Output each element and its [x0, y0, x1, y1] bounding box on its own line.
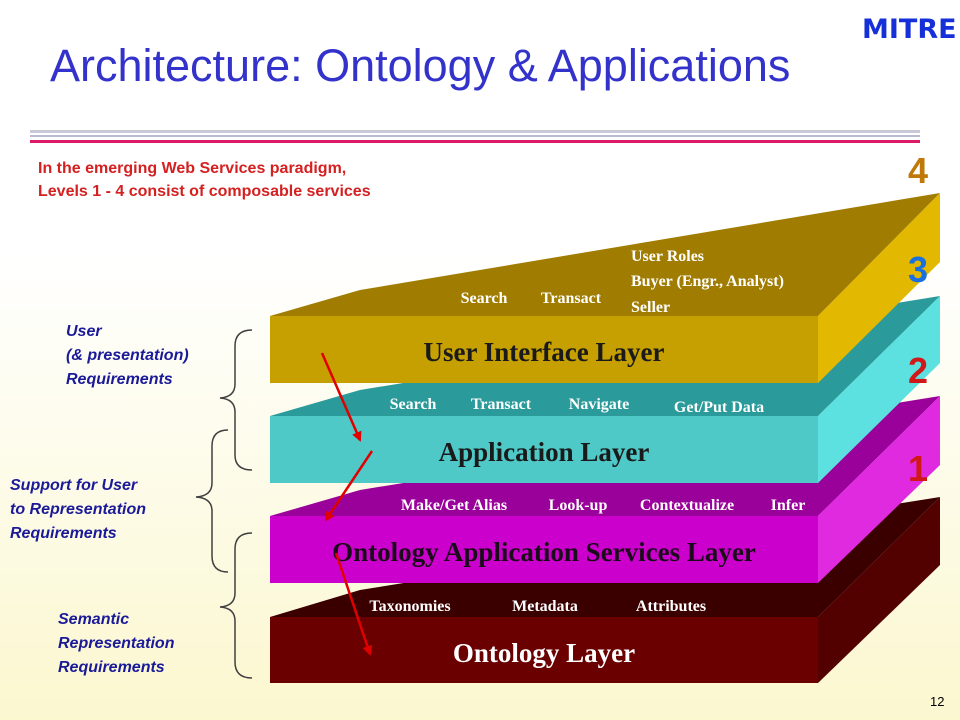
level-4-number: 4 — [908, 150, 929, 191]
user-req-line-3: Requirements — [66, 371, 173, 388]
oas-service-look-up: Look-up — [549, 497, 608, 514]
title-rule-2 — [30, 135, 920, 137]
level-1-number: 1 — [908, 448, 929, 489]
intro-line-2: Levels 1 - 4 consist of composable servi… — [38, 183, 371, 200]
ui-layer-side — [818, 193, 940, 383]
brace-support — [195, 429, 229, 573]
ui-role-buyer: Buyer (Engr., Analyst) — [631, 273, 784, 290]
intro-note: In the emerging Web Services paradigm, L… — [38, 157, 371, 203]
app-service-search: Search — [390, 396, 437, 413]
brace-user — [219, 329, 253, 471]
ontology-services-layer-front — [270, 516, 818, 583]
semantic-req-line-2: Representation — [58, 635, 175, 652]
level-2-number: 2 — [908, 350, 929, 391]
semantic-req-line-1: Semantic — [58, 611, 130, 628]
intro-line-1: In the emerging Web Services paradigm, — [38, 160, 347, 177]
ontology-services-layer-side — [818, 396, 940, 583]
ui-role-seller: Seller — [631, 299, 670, 316]
semantic-requirements-label: Semantic Representation Requirements — [58, 608, 174, 680]
requirement-braces — [195, 329, 253, 679]
ui-service-search: Search — [461, 290, 508, 307]
support-requirements-label: Support for User to Representation Requi… — [10, 474, 146, 546]
flow-arrows — [320, 352, 374, 656]
oas-service-infer: Infer — [771, 497, 806, 514]
title-rule-3 — [30, 140, 920, 143]
support-req-line-1: Support for User — [10, 477, 138, 494]
mitre-logo: MITRE — [862, 14, 957, 45]
app-service-transact: Transact — [471, 396, 532, 413]
support-req-line-3: Requirements — [10, 525, 117, 542]
ontology-layer-label: Ontology Layer — [453, 638, 635, 668]
ui-layer-front — [270, 316, 818, 383]
ontology-layer-side — [818, 497, 940, 683]
ui-layer-label: User Interface Layer — [424, 337, 665, 367]
user-req-line-1: User — [66, 323, 102, 340]
title-rule-1 — [30, 130, 920, 133]
brace-semantic — [219, 532, 253, 679]
semantic-req-line-3: Requirements — [58, 659, 165, 676]
ui-layer-top — [270, 193, 940, 316]
user-req-line-2: (& presentation) — [66, 347, 189, 364]
arrow-app-to-oas — [324, 450, 374, 522]
ui-service-transact: Transact — [541, 290, 602, 307]
ontology-service-taxonomies: Taxonomies — [369, 598, 450, 615]
arrow-ui-to-app — [320, 352, 362, 442]
page-number: 12 — [930, 694, 945, 709]
level-3-number: 3 — [908, 249, 929, 290]
page-title: Architecture: Ontology & Applications — [50, 40, 791, 91]
app-service-get-put-data: Get/Put Data — [674, 399, 764, 416]
user-requirements-label: User (& presentation) Requirements — [66, 320, 189, 392]
user-interface-layer: Search Transact User Roles Buyer (Engr.,… — [270, 193, 940, 383]
support-req-line-2: to Representation — [10, 501, 147, 518]
application-layer-label: Application Layer — [439, 437, 650, 467]
app-service-navigate: Navigate — [569, 396, 629, 413]
arrow-oas-to-ontology — [334, 552, 373, 656]
oas-service-make-get-alias: Make/Get Alias — [401, 497, 507, 514]
ontology-services-layer-label: Ontology Application Services Layer — [332, 537, 756, 567]
ui-role-heading: User Roles — [631, 248, 704, 265]
oas-service-contextualize: Contextualize — [640, 497, 734, 514]
application-layer-front — [270, 416, 818, 483]
ontology-service-attributes: Attributes — [636, 598, 706, 615]
ontology-service-metadata: Metadata — [512, 598, 578, 615]
application-layer-side — [818, 296, 940, 483]
